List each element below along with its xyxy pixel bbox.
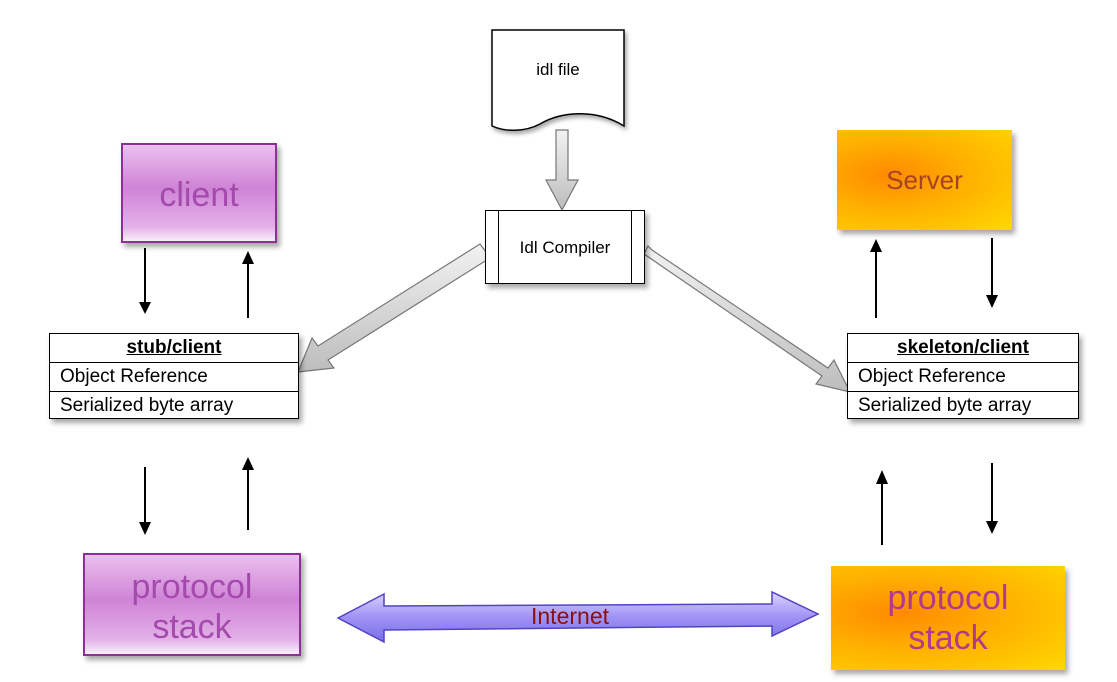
- idl-file-document-shape: [491, 29, 625, 131]
- skeleton-title: skeleton/client: [848, 334, 1078, 363]
- client-to-stub-arrow: [139, 248, 151, 314]
- protocol-right-line1: protocol: [887, 579, 1009, 617]
- protocol-stack-left-box: protocol stack: [83, 553, 301, 656]
- compiler-left-bar: [498, 211, 499, 283]
- internet-label: Internet: [531, 603, 609, 629]
- skeleton-to-server-arrow: [870, 239, 882, 318]
- stub-title: stub/client: [50, 334, 298, 363]
- skeleton-serialized-byte-array: Serialized byte array: [858, 395, 1032, 416]
- protocol-to-skeleton-arrow: [876, 470, 888, 545]
- stub-serialized-byte-array: Serialized byte array: [60, 395, 234, 416]
- server-box: Server: [837, 130, 1012, 230]
- idl-file-label: idl file: [536, 60, 580, 79]
- compiler-to-stub-arrow: [297, 243, 491, 373]
- skeleton-table: skeleton/client Object Reference Seriali…: [847, 333, 1079, 419]
- server-to-skeleton-arrow: [986, 238, 998, 308]
- stub-object-reference: Object Reference: [50, 363, 298, 392]
- client-box: client: [121, 143, 277, 243]
- stub-to-protocol-arrow: [139, 467, 151, 535]
- protocol-to-stub-arrow: [242, 457, 254, 530]
- client-label: client: [159, 176, 239, 214]
- internet-double-arrow: [336, 590, 820, 644]
- stub-table: stub/client Object Reference Serialized …: [49, 333, 299, 419]
- idl-compiler-label: Idl Compiler: [519, 238, 611, 257]
- skeleton-object-reference: Object Reference: [848, 363, 1078, 392]
- skeleton-to-protocol-arrow: [986, 463, 998, 534]
- protocol-left-line2: stack: [152, 608, 232, 646]
- stub-to-client-arrow: [242, 251, 254, 318]
- protocol-right-line2: stack: [908, 619, 988, 657]
- idl-to-compiler-arrow: [545, 129, 579, 212]
- idl-compiler-box: Idl Compiler: [485, 210, 645, 284]
- server-label: Server: [886, 165, 963, 195]
- protocol-stack-right-box: protocol stack: [831, 566, 1065, 670]
- compiler-right-bar: [631, 211, 632, 283]
- compiler-to-skeleton-arrow: [643, 244, 852, 393]
- protocol-left-line1: protocol: [131, 568, 253, 606]
